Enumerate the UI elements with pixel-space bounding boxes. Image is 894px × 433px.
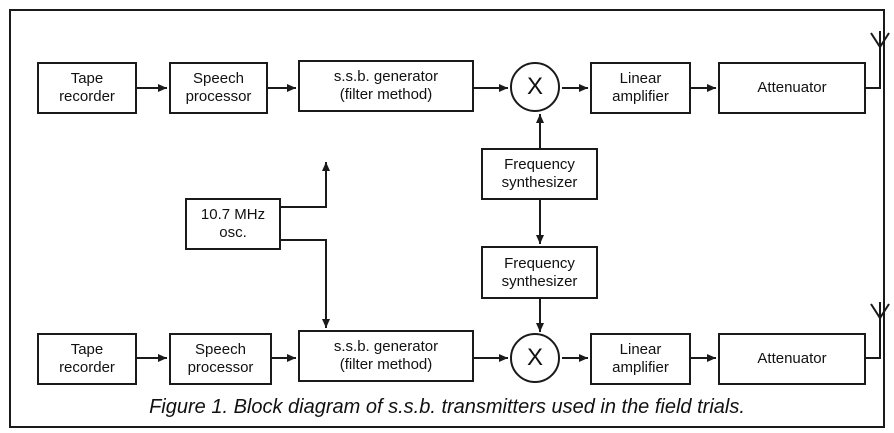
antenna-icon-top — [870, 31, 890, 49]
mixer-icon-top: X — [510, 62, 560, 112]
ssb-generator-top: s.s.b. generator (filter method) — [298, 60, 474, 112]
wire-osc-ssb1 — [281, 162, 330, 208]
speech-processor-bottom: Speech processor — [169, 333, 272, 385]
linear-amplifier-bottom: Linear amplifier — [590, 333, 691, 385]
antenna-icon-bottom — [870, 302, 890, 320]
oscillator-10-7-mhz: 10.7 MHz osc. — [185, 198, 281, 250]
frequency-synthesizer-2: Frequency synthesizer — [481, 246, 598, 299]
attenuator-bottom: Attenuator — [718, 333, 866, 385]
wire-atten1-antenna — [866, 47, 881, 89]
wire-osc-ssb2 — [281, 239, 330, 328]
tape-recorder-bottom: Tape recorder — [37, 333, 137, 385]
mixer-icon-bottom: X — [510, 333, 560, 383]
wire-atten2-antenna — [866, 318, 881, 359]
diagram-frame — [9, 9, 885, 428]
figure-caption: Figure 1. Block diagram of s.s.b. transm… — [149, 396, 745, 418]
attenuator-top: Attenuator — [718, 62, 866, 114]
speech-processor-top: Speech processor — [169, 62, 268, 114]
tape-recorder-top: Tape recorder — [37, 62, 137, 114]
frequency-synthesizer-1: Frequency synthesizer — [481, 148, 598, 200]
linear-amplifier-top: Linear amplifier — [590, 62, 691, 114]
ssb-generator-bottom: s.s.b. generator (filter method) — [298, 330, 474, 382]
